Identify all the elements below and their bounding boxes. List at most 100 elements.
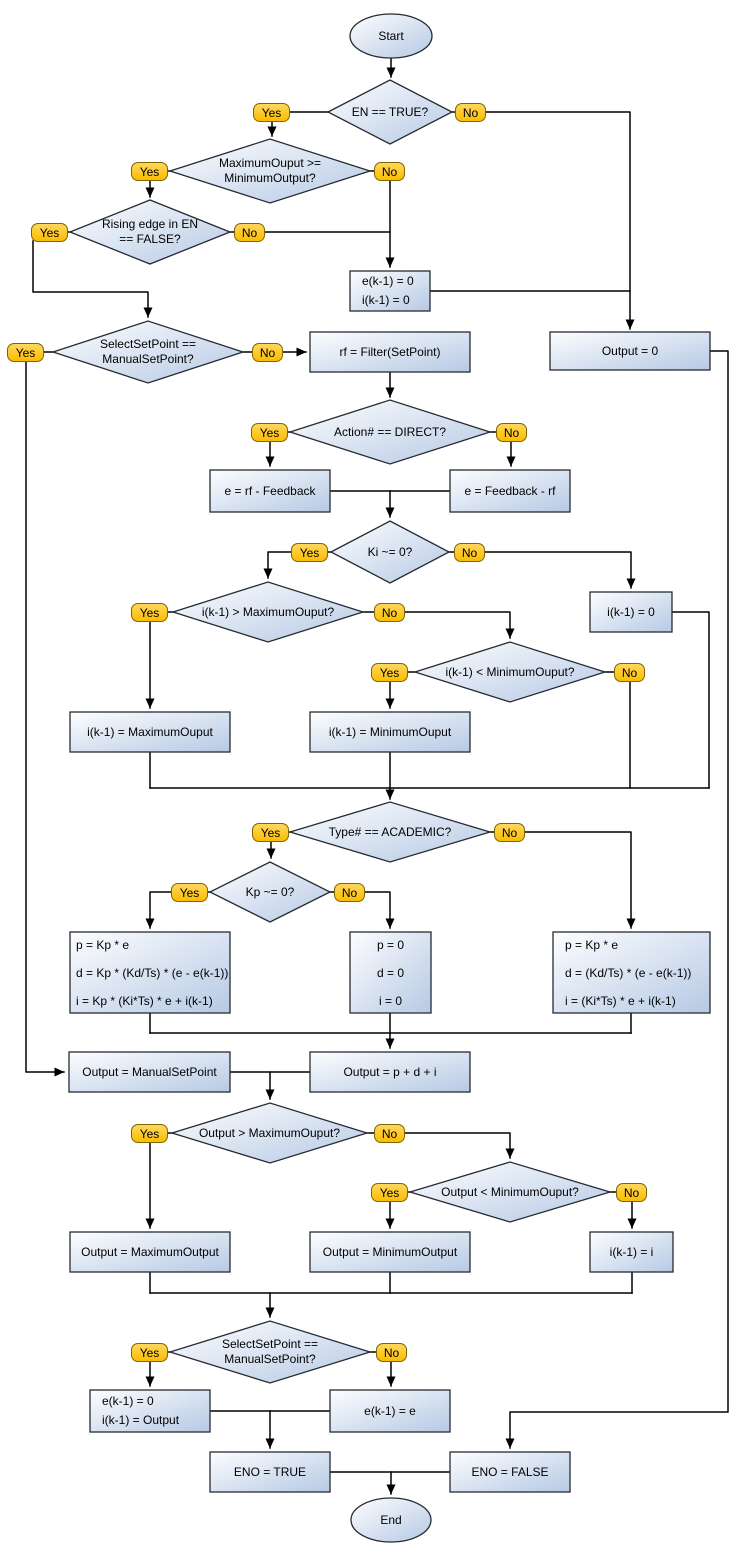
process-pid-academic-shape [69,931,231,1014]
badge-en-yes: Yes [253,103,290,122]
badge-select-top-no: No [252,343,283,362]
process-pid-zero-shape [349,931,432,1014]
process-ik-max-shape [69,711,231,753]
badge-type-no: No [494,823,525,842]
badge-ki-no: No [454,543,485,562]
process-eno-false-label: ENO = FALSE [471,1464,549,1479]
decision-ki-zero-label: Ki ~= 0? [367,544,413,559]
badge-type-yes: Yes [252,823,289,842]
process-output-manual-label: Output = ManualSetPoint [82,1064,217,1079]
badge-ik-max-no: No [374,603,405,622]
decision-action-direct-shape [287,399,493,465]
edge-output0-to-enofalse [505,350,729,1449]
decision-ki-zero-shape [329,520,451,584]
badge-kp-no: No [334,883,365,902]
process-ik-min-shape [309,711,471,753]
decision-kp-zero-label: Kp ~= 0? [245,884,295,899]
edge-en-no-to-output0 [451,111,635,330]
process-e-direct-label: e = rf - Feedback [224,483,316,498]
decision-en-true-label: EN == TRUE? [351,104,429,119]
badge-en-no: No [455,103,486,122]
badge-ik-min-no: No [614,663,645,682]
process-eke-label: e(k-1) = e [364,1403,416,1418]
badge-rising-yes: Yes [31,223,68,242]
decision-ik-gt-max-label: i(k-1) > MaximumOuput? [201,604,335,619]
badge-maxmin-no: No [374,162,405,181]
process-ik-zero-label: i(k-1) = 0 [607,604,655,619]
badge-out-min-no: No [616,1183,647,1202]
badge-kp-yes: Yes [171,883,208,902]
process-eno-true-label: ENO = TRUE [233,1464,307,1479]
process-ik-min-label: i(k-1) = MinimumOuput [328,724,452,739]
start-label: Start [378,28,404,43]
process-ik-i-label: i(k-1) = i [609,1244,654,1259]
process-e-reverse-shape [449,469,571,513]
edge-ki-no-route [448,551,636,589]
process-output-min-label: Output = MinimumOutput [322,1244,458,1259]
badge-ik-min-yes: Yes [371,663,408,682]
process-output-max-label: Output = MaximumOutput [81,1244,219,1259]
badge-out-max-yes: Yes [131,1124,168,1143]
process-reset-e-iout-label: e(k-1) = 0 i(k-1) = Output [102,1394,180,1427]
process-reset-ek-ik-label: e(k-1) = 0 i(k-1) = 0 [362,274,414,307]
process-output-pdi-shape [309,1051,471,1093]
process-output-zero-label: Output = 0 [601,343,659,358]
process-pid-academic-label: p = Kp * e d = Kp * (Kd/Ts) * (e - e(k-1… [76,937,229,1008]
process-ik-max-label: i(k-1) = MaximumOuput [87,724,213,739]
process-output-max-shape [69,1231,231,1273]
process-reset-e-iout-shape [89,1389,211,1433]
start-terminator-shape [349,13,433,59]
badge-action-yes: Yes [251,423,288,442]
decision-ik-lt-min-shape [412,641,608,703]
process-pid-zero-label: p = 0 d = 0 i = 0 [376,937,405,1008]
decision-out-gt-max-shape [169,1102,370,1164]
badge-out-max-no: No [374,1124,405,1143]
process-eno-true-shape [209,1451,331,1493]
edge-select-top-yes-long [25,360,65,1077]
process-reset-ek-ik-shape [349,270,431,312]
decision-ik-gt-max-shape [170,581,366,643]
badge-select-bottom-no: No [376,1343,407,1362]
badge-select-top-yes: Yes [7,343,44,362]
end-terminator-shape [350,1497,432,1543]
edge-outmax-no-route [366,1132,515,1159]
process-output-manual-shape [68,1051,231,1093]
decision-kp-zero-shape [208,861,332,923]
decision-out-gt-max-label: Output > MaximumOuput? [198,1125,341,1140]
decision-type-academic-shape [287,801,493,863]
process-output-zero-shape [549,331,711,371]
edge-ikmax-no-route [362,611,515,639]
decision-type-academic-label: Type# == ACADEMIC? [328,824,452,839]
process-eke-shape [329,1389,451,1433]
badge-select-bottom-yes: Yes [131,1343,168,1362]
decision-select-setpoint-top-shape [50,320,246,384]
decision-maxmin-shape [167,138,373,204]
decision-out-lt-min-shape [407,1161,613,1223]
badge-rising-no: No [234,223,265,242]
process-rf-filter-label: rf = Filter(SetPoint) [339,344,441,359]
process-pid-standard-label: p = Kp * e d = (Kd/Ts) * (e - e(k-1)) i … [565,937,692,1008]
process-rf-filter-shape [309,331,471,373]
decision-out-lt-min-label: Output < MinimumOuput? [441,1184,579,1199]
badge-ik-max-yes: Yes [131,603,168,622]
decision-en-true-shape [326,79,454,145]
badge-action-no: No [496,423,527,442]
process-ik-zero-shape [589,591,673,633]
process-e-reverse-label: e = Feedback - rf [464,483,556,498]
process-eno-false-shape [449,1451,571,1493]
decision-maxmin-label: MaximumOuput >= MinimumOutput? [218,156,322,185]
edge-rising-yes-route [32,240,153,318]
badge-maxmin-yes: Yes [131,162,168,181]
decision-rising-edge-label: Rising edge in EN == FALSE? [101,217,199,246]
decision-rising-edge-shape [68,199,232,265]
decision-select-setpoint-bottom-label: SelectSetPoint == ManualSetPoint? [221,1337,319,1366]
process-ik-i-shape [589,1231,674,1273]
badge-out-min-yes: Yes [371,1183,408,1202]
edge-ik0-right-down [671,611,710,789]
decision-select-setpoint-top-label: SelectSetPoint == ManualSetPoint? [99,337,197,366]
process-output-pdi-label: Output = p + d + i [343,1064,437,1079]
decision-action-direct-label: Action# == DIRECT? [333,424,447,439]
process-e-direct-shape [209,469,331,513]
